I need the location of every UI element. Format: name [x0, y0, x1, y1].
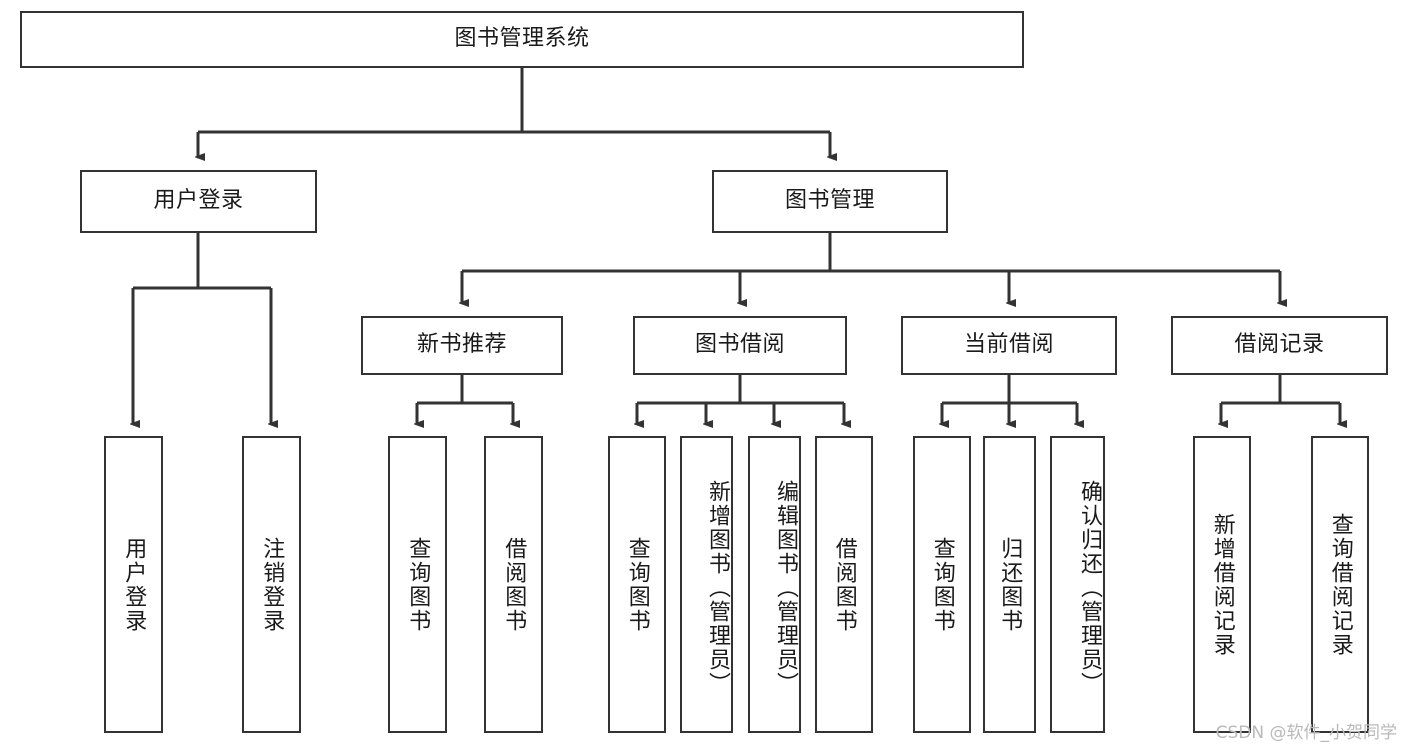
node-label: 当前借阅 — [963, 332, 1054, 358]
node-label: 查询借阅记录 — [1327, 512, 1353, 657]
node-leaf-logout-login[interactable]: 注销登录 — [242, 436, 301, 733]
node-leaf-query-book-1[interactable]: 查询图书 — [388, 436, 447, 733]
node-label: 新增借阅记录 — [1209, 512, 1235, 657]
node-label: 图书借阅 — [694, 332, 785, 358]
node-book-manage[interactable]: 图书管理 — [712, 170, 948, 233]
node-label: 图书管理系统 — [454, 26, 590, 52]
node-current-borrow[interactable]: 当前借阅 — [901, 316, 1117, 375]
node-label: 编辑图书（管理员） — [773, 479, 798, 696]
node-leaf-borrow-book-2[interactable]: 借阅图书 — [815, 436, 873, 733]
node-label: 归还图书 — [997, 536, 1023, 633]
node-leaf-add-book[interactable]: 新增图书（管理员） — [680, 436, 733, 733]
node-leaf-confirm-return[interactable]: 确认归还（管理员） — [1050, 436, 1105, 733]
node-leaf-user-login[interactable]: 用户登录 — [104, 436, 163, 733]
node-leaf-query-record[interactable]: 查询借阅记录 — [1311, 436, 1369, 733]
node-leaf-edit-book[interactable]: 编辑图书（管理员） — [748, 436, 801, 733]
node-label: 借阅记录 — [1234, 332, 1325, 358]
node-label: 确认归还（管理员） — [1077, 479, 1102, 696]
node-leaf-add-record[interactable]: 新增借阅记录 — [1193, 436, 1251, 733]
node-new-book-recommend[interactable]: 新书推荐 — [361, 316, 563, 375]
node-label: 借阅图书 — [831, 536, 857, 633]
node-label: 用户登录 — [121, 536, 147, 633]
node-label: 用户登录 — [153, 188, 244, 214]
node-label: 新书推荐 — [416, 332, 507, 358]
node-label: 注销登录 — [259, 536, 285, 633]
node-user-login[interactable]: 用户登录 — [80, 170, 317, 233]
node-root-book-management-system[interactable]: 图书管理系统 — [20, 11, 1024, 68]
node-label: 图书管理 — [784, 188, 875, 214]
node-label: 借阅图书 — [501, 536, 527, 633]
node-leaf-borrow-book-1[interactable]: 借阅图书 — [484, 436, 543, 733]
node-leaf-query-book-3[interactable]: 查询图书 — [913, 436, 971, 733]
watermark: CSDN @软件_小贺同学 — [1215, 723, 1397, 743]
node-label: 新增图书（管理员） — [705, 479, 730, 696]
node-leaf-query-book-2[interactable]: 查询图书 — [608, 436, 666, 733]
node-label: 查询图书 — [405, 536, 431, 633]
node-label: 查询图书 — [929, 536, 955, 633]
node-borrow-record[interactable]: 借阅记录 — [1171, 316, 1388, 375]
node-book-borrow[interactable]: 图书借阅 — [633, 316, 847, 375]
node-leaf-return-book[interactable]: 归还图书 — [983, 436, 1036, 733]
node-label: 查询图书 — [624, 536, 650, 633]
